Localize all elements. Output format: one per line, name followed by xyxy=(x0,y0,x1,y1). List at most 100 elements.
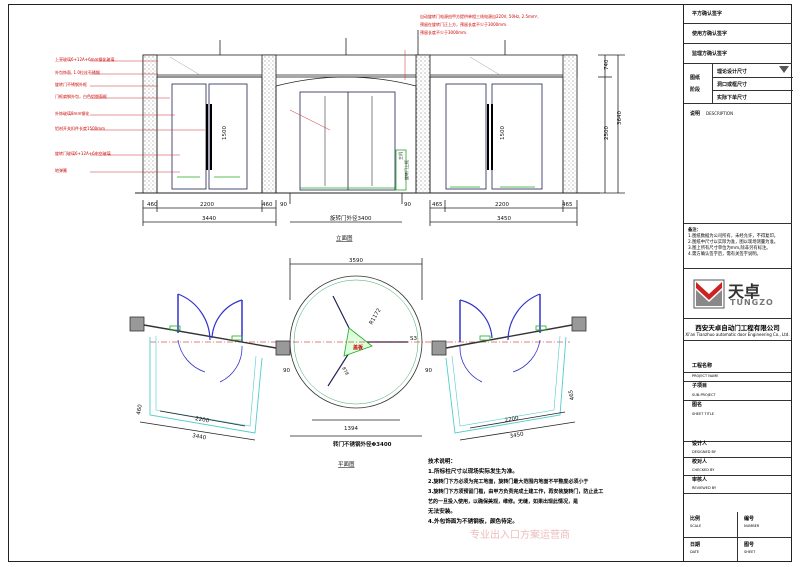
tech-note-3: 3.旋转门下方须预留门槛，由甲方负责完成土建工作，再安装旋转门，防止此工 xyxy=(428,489,604,495)
reviewer-en: REVIEWED BY xyxy=(692,486,717,490)
notes-block: 备注： 1.图纸数据为公司所有，未经允许，不得复印。 2.图纸中尺寸以实际为准，… xyxy=(688,228,788,258)
plan-top-dim: 3590 xyxy=(349,258,363,264)
logo-text: 天卓 xyxy=(728,282,761,301)
description-label: 说明 xyxy=(690,111,701,117)
sheet-meta: 比例 SCALE 编号 NUMBER 日期 DATE 图号 SHEET xyxy=(684,512,791,562)
plan-inner-dim: 1394 xyxy=(344,426,358,432)
revolving-drum xyxy=(299,91,396,191)
drawing-frame xyxy=(8,4,792,562)
handle-dim-left: 1500 xyxy=(222,126,228,140)
description-area: 说明 DESCRIPTION xyxy=(684,104,792,224)
plan-bottom-label: 转门不锈钢外径Φ3400 xyxy=(333,440,392,448)
plan-right-dim-2: 2200 xyxy=(504,416,519,424)
dim-left-2: 2200 xyxy=(200,202,214,208)
stage-actual: 实际下单尺寸 xyxy=(717,95,748,101)
company-block: 西安天卓自动门工程有限公司 Xi'an Tianzhuo automatic d… xyxy=(684,318,791,341)
note-2: 2.图纸中尺寸以实际为准，图以现场测量为准。 xyxy=(688,240,779,245)
note-1: 1.图纸数据为公司所有，未经允许，不得复印。 xyxy=(688,234,779,239)
company-en: Xi'an Tianzhuo automatic door Engineerin… xyxy=(684,332,791,341)
stage-opening: 洞口或框尺寸 xyxy=(717,82,748,88)
plan-right-dim-3: 3450 xyxy=(509,432,524,440)
tech-note-4: 4.外包饰面为不锈钢板，颜色待定。 xyxy=(428,519,518,525)
plan-center-note: S3 xyxy=(410,336,417,342)
sub-project-cn: 子项目 xyxy=(692,383,708,389)
logo-sub: TUNGZO xyxy=(730,298,774,307)
sheet-title-cn: 图名 xyxy=(692,402,703,408)
dropdown-triangle-icon xyxy=(779,66,789,73)
plan-side-dim-1: 90 xyxy=(283,368,290,374)
tech-note-1: 1.所标柱尺寸以现场实际发生为准。 xyxy=(428,469,518,475)
note-3: 3.图上所有尺寸单位为mm,除非另有标注。 xyxy=(688,246,771,251)
company-cn: 西安天卓自动门工程有限公司 xyxy=(684,318,791,332)
dim-center-label: 旋转门外径3400 xyxy=(330,214,372,222)
plan-side-dim-2: 90 xyxy=(425,368,432,374)
stage-theory: 理论设计尺寸 xyxy=(717,69,748,75)
svg-text:盖板: 盖板 xyxy=(353,344,364,351)
column-2 xyxy=(261,54,277,194)
plan-view: 盖板 xyxy=(129,258,587,441)
tech-note-3c: 无法安装。 xyxy=(428,509,456,515)
signoff-user: 使用方确认签字 xyxy=(692,31,728,37)
dim-center-small-1: 90 xyxy=(280,202,287,208)
elevation-section-label: 立面图 xyxy=(336,234,353,242)
dim-right-1: 465 xyxy=(432,202,443,208)
dim-right-2: 2200 xyxy=(495,202,509,208)
stage-label-2: 阶段 xyxy=(690,87,701,93)
technical-notes: 技术说明： 1.所标柱尺寸以现场实际发生为准。 2.旋转门下方必须为完工地面，旋… xyxy=(428,457,678,527)
center-post xyxy=(343,327,373,357)
height-total: 3640 xyxy=(617,111,623,125)
number-cn: 编号 xyxy=(744,516,755,522)
top-note-line-1: 自动旋转门电源由甲方提供单相三线电源自220V, 50Hz, 2.5mm², xyxy=(420,14,539,19)
annotation-upper-frame: 旋转门上框 xyxy=(404,160,409,180)
plan-left-dim-3: 3440 xyxy=(192,433,207,441)
project-name-cn: 工程名称 xyxy=(692,363,713,369)
checker-cn: 校对人 xyxy=(692,459,708,465)
revolving-canopy xyxy=(275,76,417,87)
top-note-line-3: 预留长度不少于3000mm. xyxy=(420,30,468,35)
watermark: 专业出入口方案运营商 xyxy=(470,530,570,541)
dim-center-small-2: 90 xyxy=(404,202,411,208)
annotation-host: 主机 xyxy=(398,152,403,160)
signatures: 设计人 DESIGNED BY 校对人 CHECKED BY 审核人 REVIE… xyxy=(684,440,791,494)
signoff-supervisor: 监理方确认签字 xyxy=(692,51,728,57)
designer-en: DESIGNED BY xyxy=(692,450,716,454)
title-block: 平方确认签字 使用方确认签字 监理方确认签字 图纸 阶段 理论设计尺寸 洞口或框… xyxy=(683,4,793,562)
annotation-8: 地弹簧 xyxy=(55,168,67,173)
annotation-6: 铝材开关扣件长度1500mm xyxy=(55,126,105,131)
stage-label-1: 图纸 xyxy=(690,75,701,81)
sub-project-en: SUB-PROJECT xyxy=(692,393,716,397)
dim-left-3: 460 xyxy=(262,202,273,208)
transom-band xyxy=(142,54,578,78)
left-swing-door xyxy=(156,76,263,194)
project-info: 工程名称 PROJECT NAME 子项目 SUB-PROJECT 图名 SHE… xyxy=(684,362,791,442)
date-en: DATE xyxy=(690,550,700,554)
plan-radius: R1172 xyxy=(369,308,383,326)
description-en: DESCRIPTION xyxy=(706,111,734,116)
tech-note-2: 2.旋转门下方必须为完工地面，旋转门最大范围内地面不平整度必须小于 xyxy=(428,479,589,485)
scale-en: SCALE xyxy=(690,524,702,528)
height-door: 2500 xyxy=(604,126,610,140)
annotation-4: 门框扁钢外包，白色铝塑面框 xyxy=(55,94,107,99)
dim-left-1: 460 xyxy=(147,202,158,208)
dim-right-3: 465 xyxy=(562,202,573,208)
notes-title: 备注： xyxy=(688,228,701,233)
annotation-7: 旋转门玻璃6+12A+6中空玻璃 xyxy=(55,151,111,156)
number-en: NUMBER xyxy=(744,524,760,528)
tech-notes-title: 技术说明： xyxy=(428,459,456,465)
project-name-en: PROJECT NAME xyxy=(692,374,719,378)
plan-left-dim-1: 460 xyxy=(136,403,144,415)
right-column xyxy=(562,54,578,194)
designer-cn: 设计人 xyxy=(692,441,708,447)
signoff-owner: 平方确认签字 xyxy=(692,11,723,17)
logo-divider xyxy=(684,268,791,269)
plan-right-dim-1: 465 xyxy=(568,389,576,401)
annotation-1: 上亮玻璃6+12A+6mm钢化玻璃 xyxy=(55,57,115,62)
note-4: 4.需方确认签字后，需有关签字说明。 xyxy=(688,252,761,257)
dimension-stage: 图纸 阶段 理论设计尺寸 洞口或框尺寸 实际下单尺寸 xyxy=(684,64,793,104)
annotation-3: 旋转门不锈钢外框 xyxy=(55,82,87,87)
sheet-en: SHEET xyxy=(744,550,756,554)
right-swing-door xyxy=(429,76,564,194)
top-note-line-2: 预留在旋转门正上方，预留长度不少于3000mm. xyxy=(420,22,508,27)
height-top: 740 xyxy=(604,59,610,70)
